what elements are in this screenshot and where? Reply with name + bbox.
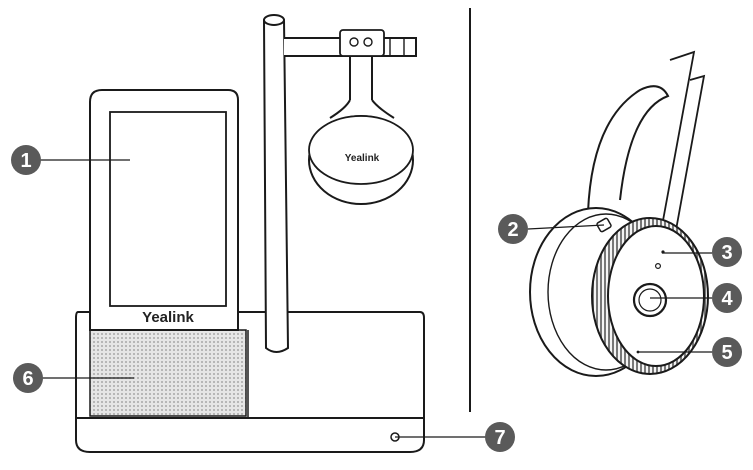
- callout-6: 6: [13, 363, 43, 393]
- callout-lines: [40, 159, 712, 438]
- callout-3: 3: [712, 237, 742, 267]
- svg-text:4: 4: [721, 288, 733, 310]
- touch-screen: [109, 111, 227, 307]
- callout-5: 5: [712, 337, 742, 367]
- svg-text:1: 1: [20, 150, 31, 172]
- base-plinth: [75, 410, 425, 453]
- speaker-grille: [89, 329, 247, 417]
- earcup-brand-text: Yealink: [345, 153, 380, 164]
- svg-text:2: 2: [507, 219, 518, 241]
- callout-7: 7: [485, 422, 515, 452]
- svg-text:5: 5: [721, 342, 732, 364]
- callout-4: 4: [712, 283, 742, 313]
- headband: [587, 85, 670, 213]
- screen-brand-text: Yealink: [142, 309, 194, 326]
- svg-text:6: 6: [22, 368, 33, 390]
- headset-earcup: [529, 50, 709, 377]
- base-station: Yealink Yealink: [75, 14, 425, 453]
- callout-1: 1: [11, 145, 41, 175]
- stand-pole: [262, 16, 290, 353]
- svg-text:7: 7: [494, 427, 505, 449]
- callout-2: 2: [498, 214, 528, 244]
- svg-text:3: 3: [721, 242, 732, 264]
